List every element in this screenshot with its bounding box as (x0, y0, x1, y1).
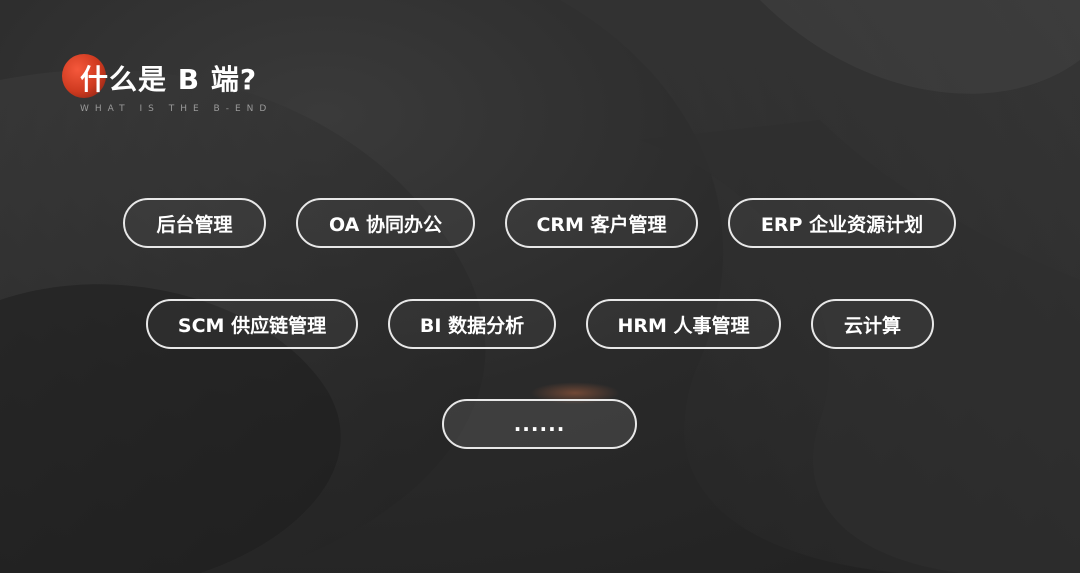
tag-backend-management[interactable]: 后台管理 (123, 198, 266, 248)
tag-more[interactable]: ...... (442, 399, 637, 449)
tag-erp[interactable]: ERP 企业资源计划 (728, 198, 956, 248)
slide-title: 什么是 B 端? (80, 63, 258, 96)
tag-scm[interactable]: SCM 供应链管理 (146, 299, 358, 349)
slide-subtitle: WHAT IS THE B-END (80, 104, 273, 114)
tag-cloud-computing[interactable]: 云计算 (811, 299, 934, 349)
tag-hrm[interactable]: HRM 人事管理 (586, 299, 781, 349)
tag-bi[interactable]: BI 数据分析 (388, 299, 556, 349)
highlight-glow (530, 382, 620, 404)
tag-crm[interactable]: CRM 客户管理 (505, 198, 698, 248)
tag-oa[interactable]: OA 协同办公 (296, 198, 475, 248)
accent-circle (62, 54, 106, 98)
